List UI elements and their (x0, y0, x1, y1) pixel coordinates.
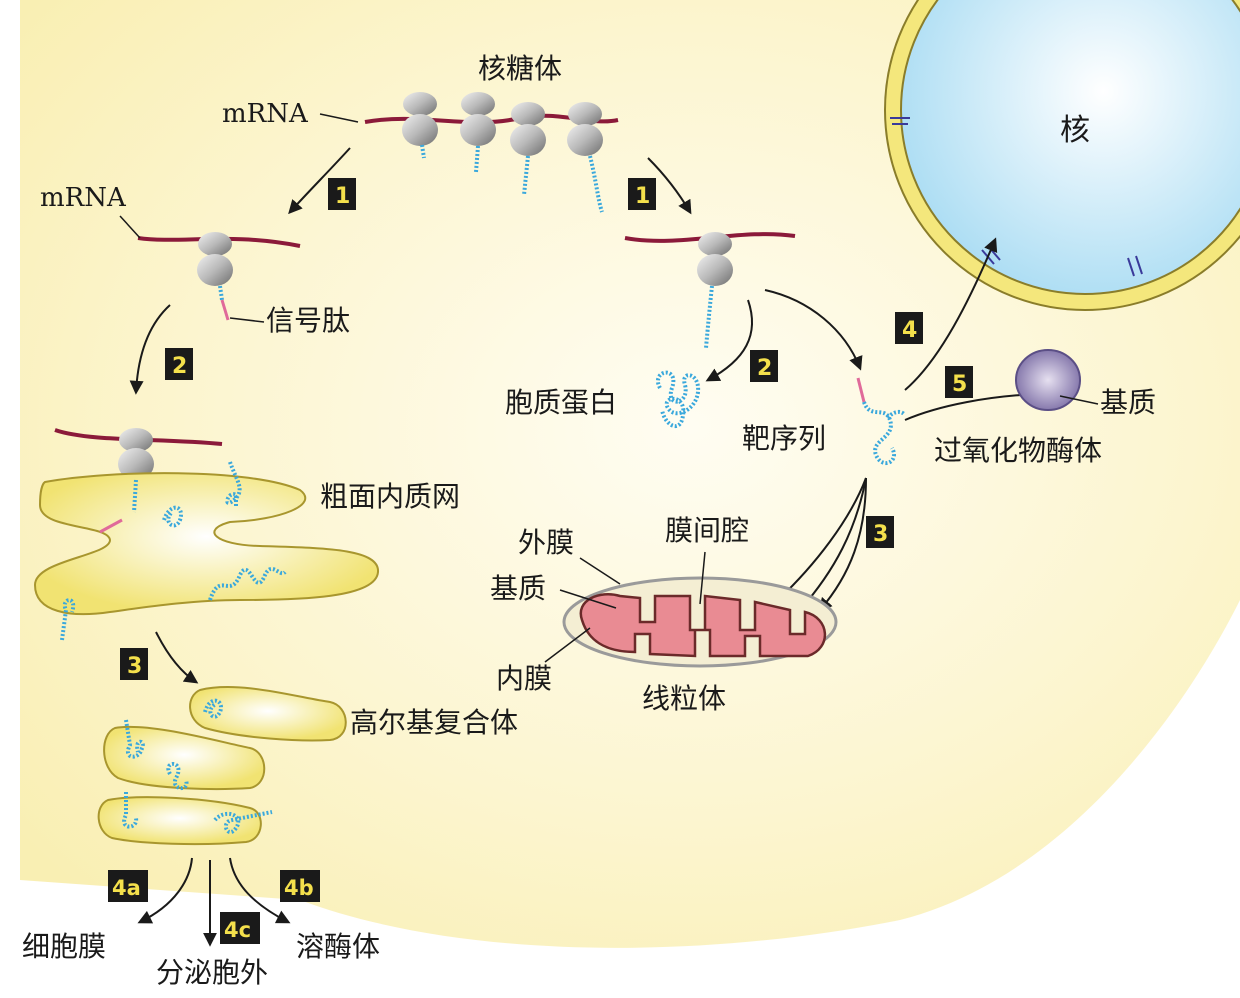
step-badge-4a: 4a (108, 870, 148, 902)
svg-text:4a: 4a (112, 876, 141, 900)
svg-text:3: 3 (127, 654, 142, 679)
arrow-step4-nucleus (904, 237, 998, 391)
step-badge-4c: 4c (220, 912, 260, 944)
arrow-step4a-membrane (137, 857, 193, 924)
mito-matrix-label: 基质 (490, 572, 546, 605)
outer-membrane-label: 外膜 (518, 526, 574, 559)
step-badge-1-right: 1 (628, 178, 656, 210)
arrow-step4b-lysosome (229, 857, 291, 924)
svg-text:2: 2 (172, 354, 187, 379)
rough-er-label: 粗面内质网 (320, 480, 460, 513)
polysome: 核糖体 mRNA (222, 52, 619, 213)
mitochondrial-matrix (579, 593, 827, 658)
golgi-label: 高尔基复合体 (350, 706, 518, 739)
nucleus: 核 (884, 0, 1240, 311)
svg-text:3: 3 (873, 522, 888, 547)
svg-text:1: 1 (635, 184, 650, 209)
mrna-label-top: mRNA (222, 99, 309, 129)
step-badge-1-left: 1 (328, 178, 356, 210)
step-badge-2-left: 2 (165, 348, 193, 380)
svg-text:2: 2 (757, 356, 772, 381)
secretion-label: 分泌胞外 (156, 956, 268, 989)
step-badge-4b: 4b (280, 870, 320, 902)
svg-text:1: 1 (335, 184, 350, 209)
signal-peptide-strand (220, 299, 230, 321)
er-membrane (33, 472, 380, 616)
plasma-membrane-label: 细胞膜 (22, 930, 106, 963)
step-badge-3-left: 3 (120, 648, 148, 680)
mrna-label-left: mRNA (40, 183, 127, 213)
peroxisome: 基质 过氧化物酶体 (934, 349, 1156, 467)
step-badge-2-right: 2 (750, 350, 778, 382)
arrow-step1-right (647, 157, 692, 215)
svg-text:5: 5 (952, 372, 967, 397)
mitochondrion-label: 线粒体 (642, 682, 726, 715)
signal-peptide-label: 信号肽 (266, 304, 350, 337)
peroxisome-label: 过氧化物酶体 (934, 434, 1102, 467)
ribosome-left: mRNA 信号肽 (40, 183, 350, 337)
targeting-protein: 靶序列 (742, 377, 906, 466)
arrow-step1-left (288, 147, 351, 215)
arrow-step3-mito-a (775, 477, 867, 602)
cytosolic-protein-label: 胞质蛋白 (505, 386, 617, 419)
lysosome-label: 溶酶体 (296, 930, 380, 963)
targeting-sequence-label: 靶序列 (742, 422, 826, 455)
arrow-step3-mito-c (818, 477, 867, 613)
ribosome-right (624, 232, 796, 349)
step-badge-3-right: 3 (866, 516, 894, 548)
step-badge-4: 4 (895, 312, 923, 344)
rough-er: 粗面内质网 (33, 428, 460, 641)
mrna-leader-top (319, 113, 359, 123)
golgi-complex: 高尔基复合体 (97, 686, 518, 846)
arrow-step2-right (705, 299, 753, 382)
intermembrane-space-label: 膜间腔 (665, 514, 749, 547)
arrow-to-targeting (764, 289, 863, 371)
inner-membrane-label: 内膜 (496, 662, 552, 695)
svg-text:4b: 4b (284, 876, 314, 900)
peroxisome-matrix-label: 基质 (1100, 386, 1156, 419)
nucleus-label: 核 (1060, 113, 1090, 148)
ribosome-label: 核糖体 (478, 52, 562, 85)
arrow-step3-golgi (155, 631, 199, 684)
arrow-step2-left (129, 304, 171, 395)
ribosome-icon (402, 92, 603, 156)
svg-text:4: 4 (902, 318, 917, 343)
step-badge-5: 5 (945, 366, 973, 398)
cytosolic-protein: 胞质蛋白 (505, 370, 701, 429)
mitochondrion: 外膜 膜间腔 基质 内膜 线粒体 (490, 514, 838, 715)
svg-text:4c: 4c (224, 918, 251, 942)
